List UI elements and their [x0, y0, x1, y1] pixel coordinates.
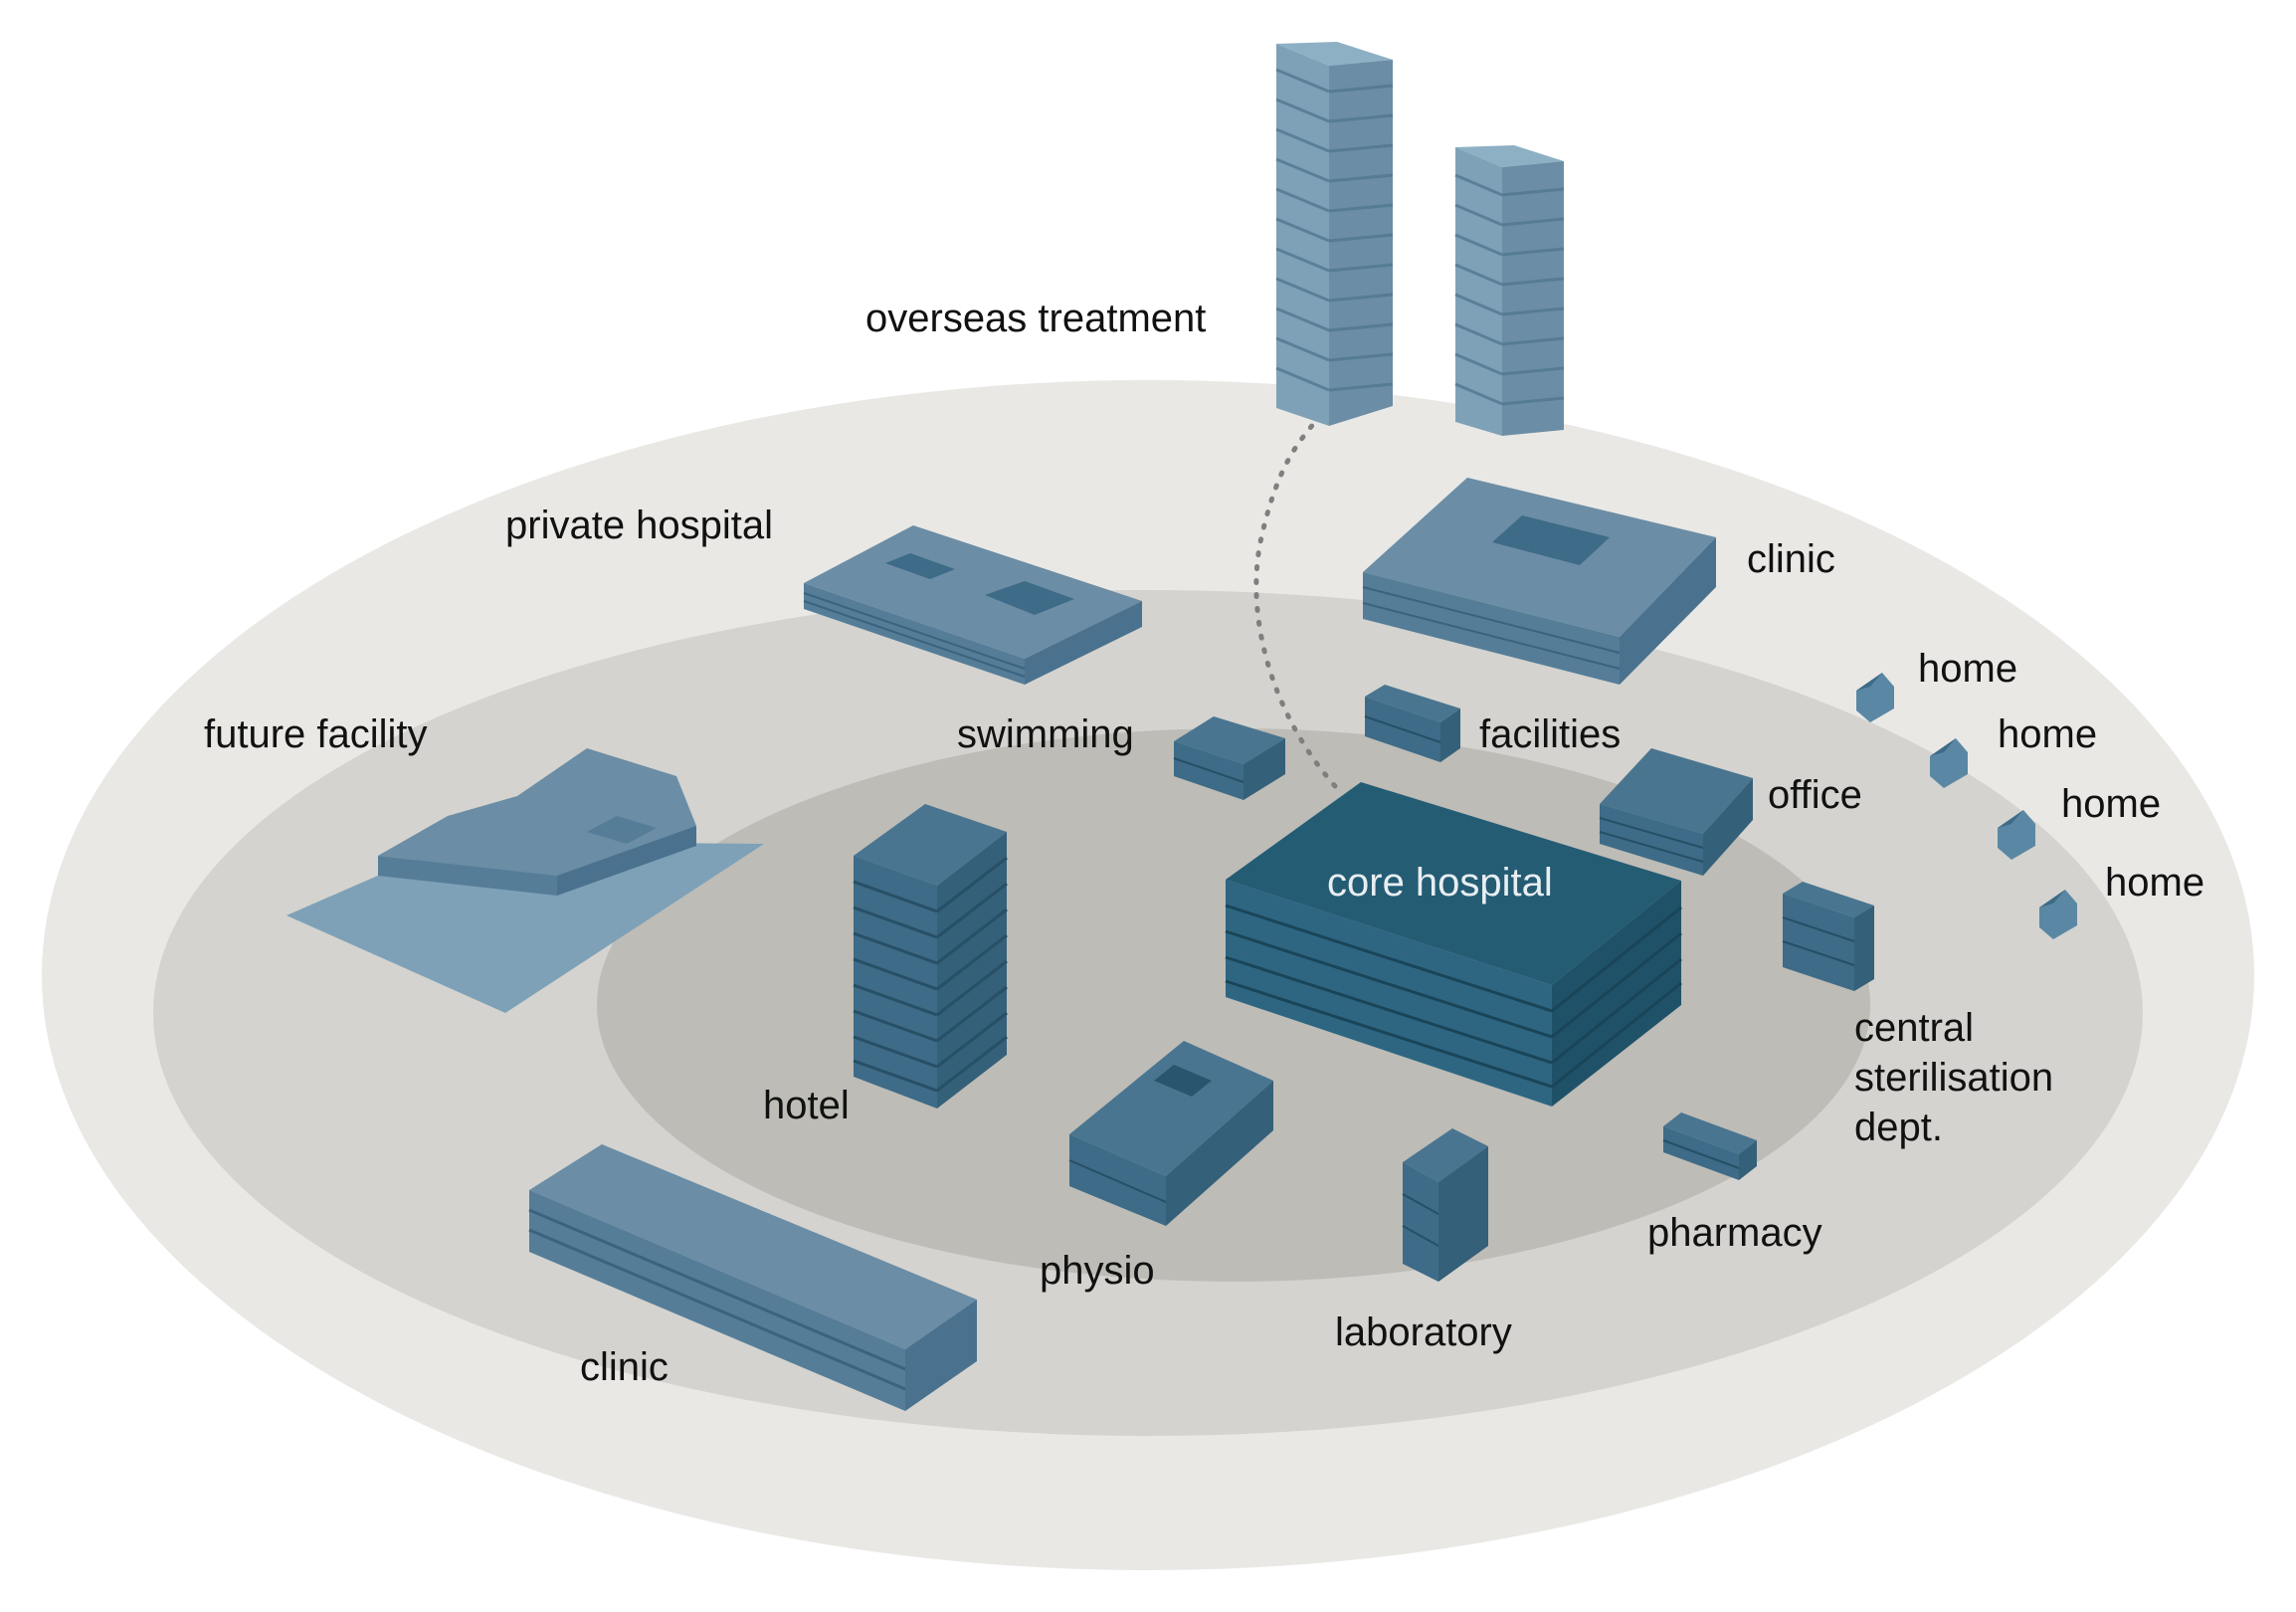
label-home-4: home — [2105, 861, 2204, 905]
label-central-sterilisation-line3: dept. — [1854, 1106, 1943, 1149]
label-home-1: home — [1918, 647, 2017, 691]
physio-building — [1068, 1041, 1273, 1226]
label-core-hospital: core hospital — [1327, 861, 1553, 905]
label-facilities: facilities — [1479, 712, 1621, 756]
swimming-building — [1173, 716, 1285, 800]
label-central-sterilisation-line1: central — [1854, 1006, 1974, 1050]
label-pharmacy: pharmacy — [1647, 1211, 1822, 1255]
office-building — [1599, 748, 1753, 876]
core-hospital-building — [1225, 782, 1682, 1107]
label-clinic-bottom: clinic — [580, 1345, 669, 1389]
hotel-building — [853, 804, 1008, 1108]
label-central-sterilisation-line2: sterilisation — [1854, 1056, 2053, 1100]
label-home-2: home — [1998, 712, 2097, 756]
laboratory-building — [1402, 1128, 1488, 1282]
label-physio: physio — [1040, 1249, 1155, 1293]
rings — [42, 380, 2254, 1570]
central-sterilisation-building — [1782, 882, 1874, 991]
labels: overseas treatment private hospital clin… — [204, 297, 2204, 1389]
label-overseas-treatment: overseas treatment — [865, 297, 1206, 340]
overseas-connector-dotted-line — [1253, 415, 1338, 789]
facilities-building — [1364, 685, 1460, 762]
label-office: office — [1768, 773, 1862, 817]
label-laboratory: laboratory — [1335, 1310, 1512, 1354]
future-facility-building — [287, 748, 764, 1013]
overseas-tower-right — [1454, 145, 1565, 436]
label-private-hospital: private hospital — [505, 504, 773, 547]
overseas-tower-left — [1275, 42, 1394, 426]
label-clinic-top: clinic — [1747, 537, 1835, 581]
label-swimming: swimming — [957, 712, 1134, 756]
home-building-2 — [1930, 738, 1968, 788]
clinic-bottom-building — [528, 1144, 977, 1411]
private-hospital-building — [803, 525, 1142, 685]
home-building-4 — [2039, 890, 2077, 939]
home-building-3 — [1998, 810, 2035, 860]
label-hotel: hotel — [763, 1084, 850, 1127]
label-future-facility: future facility — [204, 712, 428, 756]
clinic-top-building — [1362, 478, 1716, 685]
home-building-1 — [1856, 673, 1894, 722]
label-home-3: home — [2061, 782, 2161, 826]
pharmacy-building — [1662, 1112, 1757, 1180]
